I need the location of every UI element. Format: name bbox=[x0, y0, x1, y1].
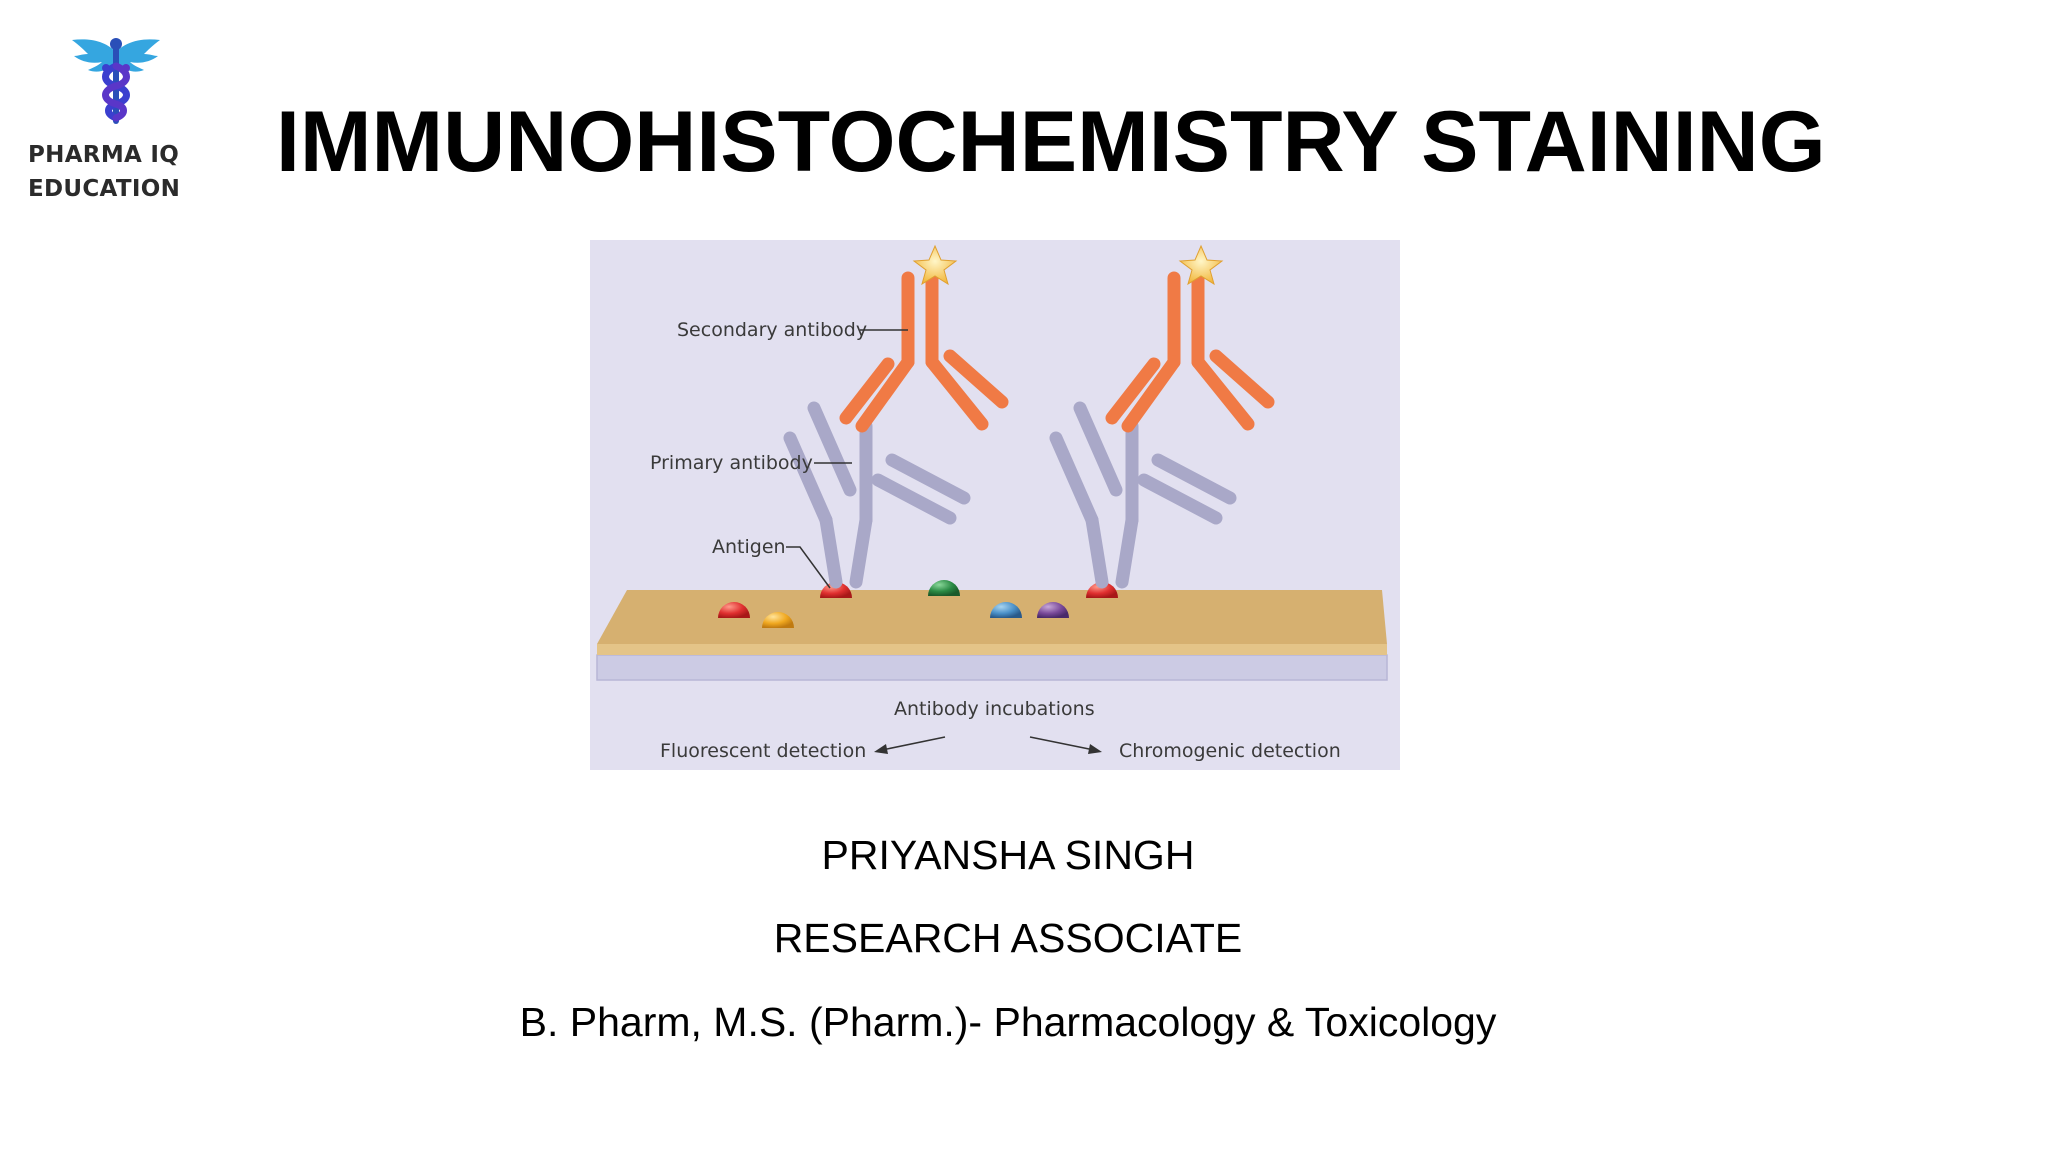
antigen-dome bbox=[990, 602, 1022, 618]
antigen-dome bbox=[928, 580, 960, 596]
antigen-dome-bound bbox=[1086, 582, 1118, 598]
leader-line bbox=[786, 546, 831, 589]
label-star-icon bbox=[912, 244, 958, 286]
ihc-diagram-svg: Secondary antibody Primary antibody Anti… bbox=[590, 240, 1400, 770]
secondary-antibody-left bbox=[839, 271, 1009, 433]
antigen-dome bbox=[718, 602, 750, 618]
ihc-diagram: Secondary antibody Primary antibody Anti… bbox=[590, 240, 1400, 770]
caduceus-icon bbox=[72, 38, 160, 124]
presenter-name: PRIYANSHA SINGH bbox=[821, 832, 1195, 878]
tissue-slide-front bbox=[597, 644, 1387, 655]
arrow-right bbox=[1029, 736, 1095, 751]
arrow-left bbox=[881, 736, 946, 751]
secondary-antibody-right bbox=[1105, 271, 1275, 433]
arrow-left-head bbox=[874, 744, 888, 754]
presenter-role: RESEARCH ASSOCIATE bbox=[773, 915, 1243, 961]
arrow-right-head bbox=[1088, 744, 1102, 754]
label-primary-antibody: Primary antibody bbox=[650, 452, 813, 474]
label-star-icon bbox=[1178, 244, 1224, 286]
diagram-background bbox=[590, 240, 1400, 770]
primary-antibody-right bbox=[1049, 401, 1237, 589]
label-chromogenic-detection: Chromogenic detection bbox=[1119, 740, 1341, 762]
label-fluorescent-detection: Fluorescent detection bbox=[660, 740, 866, 762]
slide-title: IMMUNOHISTOCHEMISTRY STAINING bbox=[276, 94, 1826, 190]
presenter-qualification: B. Pharm, M.S. (Pharm.)- Pharmacology & … bbox=[519, 999, 1497, 1045]
label-secondary-antibody: Secondary antibody bbox=[677, 319, 867, 341]
slide-base bbox=[596, 654, 1388, 681]
logo-text: PHARMA IQ EDUCATION bbox=[28, 138, 218, 206]
antigen-dome bbox=[1037, 602, 1069, 618]
label-antigen: Antigen bbox=[712, 536, 786, 558]
label-antibody-incubations: Antibody incubations bbox=[894, 698, 1095, 720]
logo-line-1: PHARMA IQ bbox=[28, 142, 180, 168]
logo-line-2: EDUCATION bbox=[28, 176, 181, 202]
antigen-dome bbox=[762, 612, 794, 628]
logo: PHARMA IQ EDUCATION bbox=[28, 30, 218, 210]
primary-antibody-left bbox=[783, 401, 971, 589]
